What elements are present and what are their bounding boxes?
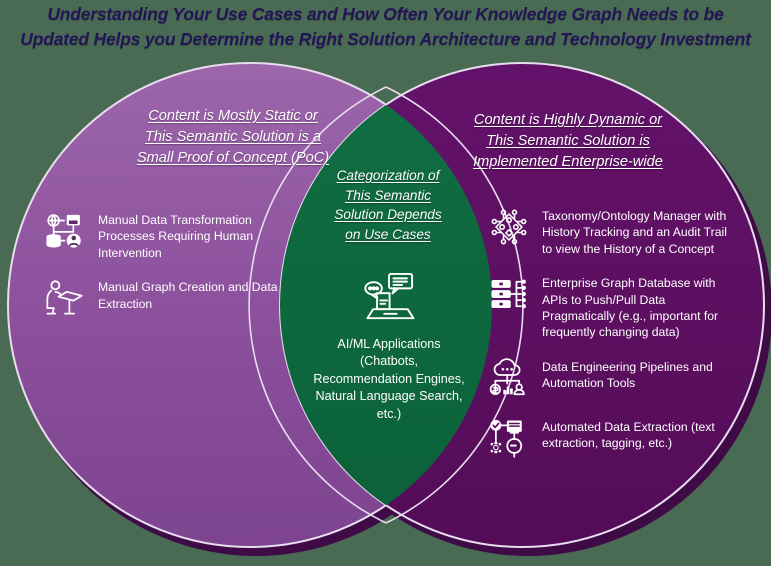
- automated-extraction-icon: [486, 415, 532, 461]
- list-item: Enterprise Graph Database with APIs to P…: [486, 271, 748, 341]
- list-item-label: Manual Graph Creation and Data Extractio…: [98, 280, 278, 311]
- left-circle-item-list: Manual Data Transformation Processes Req…: [42, 208, 300, 335]
- ontology-node-chip-icon: [486, 204, 532, 250]
- person-at-desk-icon: [42, 275, 88, 321]
- database-api-icon: [486, 271, 532, 317]
- list-item-label: Enterprise Graph Database with APIs to P…: [542, 276, 719, 340]
- intersection-region: [280, 63, 492, 547]
- laptop-chatbot-icon: [310, 272, 468, 324]
- right-circle-heading: Content is Highly Dynamic or This Semant…: [432, 110, 704, 173]
- list-item: Manual Graph Creation and Data Extractio…: [42, 275, 300, 321]
- center-heading-line-3: Solution Depends: [334, 207, 442, 222]
- right-heading-line-1: Content is Highly Dynamic or: [473, 112, 663, 128]
- right-heading-line-2: This Semantic Solution is: [486, 133, 650, 149]
- cloud-automation-icon: [486, 355, 532, 401]
- center-heading-line-2: This Semantic: [344, 187, 432, 203]
- page-title: Understanding Your Use Cases and How Oft…: [20, 4, 751, 49]
- intersection-content: AI/ML Applications (Chatbots, Recommenda…: [310, 272, 468, 423]
- left-heading-line-2: This Semantic Solution is a: [144, 129, 322, 145]
- intersection-heading: Categorization of This Semantic Solution…: [312, 166, 464, 244]
- list-item: Data Engineering Pipelines and Automatio…: [486, 355, 748, 401]
- intersection-label: AI/ML Applications (Chatbots, Recommenda…: [313, 337, 465, 421]
- left-circle-heading: Content is Mostly Static or This Semanti…: [88, 106, 378, 169]
- list-item-label: Manual Data Transformation Processes Req…: [98, 213, 254, 260]
- center-heading-line-4: on Use Cases: [345, 226, 431, 242]
- list-item: Manual Data Transformation Processes Req…: [42, 208, 300, 261]
- center-heading-line-1: Categorization of: [336, 168, 440, 183]
- list-item: Automated Data Extraction (text extracti…: [486, 415, 748, 461]
- right-circle-item-list: Taxonomy/Ontology Manager with History T…: [486, 204, 748, 475]
- list-item-label: Data Engineering Pipelines and Automatio…: [542, 359, 713, 391]
- data-transformation-network-icon: [42, 208, 88, 254]
- left-heading-line-3: Small Proof of Concept (PoC): [136, 150, 330, 166]
- list-item-label: Automated Data Extraction (text extracti…: [542, 419, 715, 451]
- list-item-label: Taxonomy/Ontology Manager with History T…: [542, 209, 727, 256]
- right-heading-line-3: Implemented Enterprise-wide: [473, 154, 663, 170]
- list-item: Taxonomy/Ontology Manager with History T…: [486, 204, 748, 257]
- left-heading-line-1: Content is Mostly Static or: [148, 108, 318, 124]
